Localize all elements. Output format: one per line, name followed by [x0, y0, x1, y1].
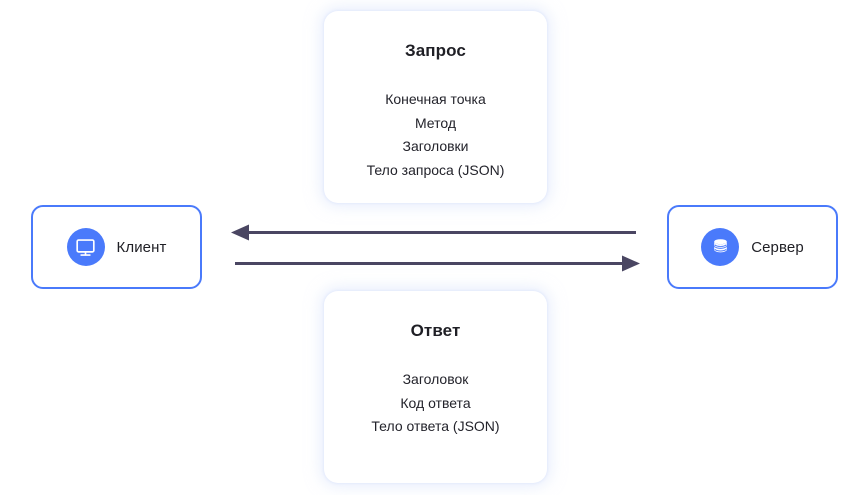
- client-node-label: Клиент: [116, 238, 167, 256]
- list-item: Код ответа: [400, 394, 471, 411]
- request-card: Запрос Конечная точка Метод Заголовки Те…: [324, 11, 547, 203]
- server-node: Сервер: [667, 205, 838, 289]
- list-item: Заголовок: [402, 371, 469, 387]
- list-item: Заголовки: [402, 138, 469, 154]
- list-item: Тело ответа (JSON): [371, 418, 500, 434]
- list-item: Конечная точка: [385, 91, 486, 107]
- list-item: Метод: [414, 114, 457, 131]
- client-node: Клиент: [31, 205, 202, 289]
- monitor-icon: [66, 228, 105, 266]
- response-arrow: [231, 224, 636, 241]
- request-arrow: [235, 255, 640, 272]
- request-card-title: Запрос: [405, 41, 466, 60]
- server-node-label: Сервер: [751, 238, 804, 256]
- list-item: Тело запроса (JSON): [366, 161, 505, 178]
- database-icon: [701, 228, 740, 266]
- response-card-title: Ответ: [410, 321, 461, 340]
- response-card: Ответ Заголовок Код ответа Тело ответа (…: [324, 291, 547, 483]
- response-card-list: Заголовок Код ответа Тело ответа (JSON): [324, 368, 547, 439]
- request-card-list: Конечная точка Метод Заголовки Тело запр…: [324, 88, 547, 182]
